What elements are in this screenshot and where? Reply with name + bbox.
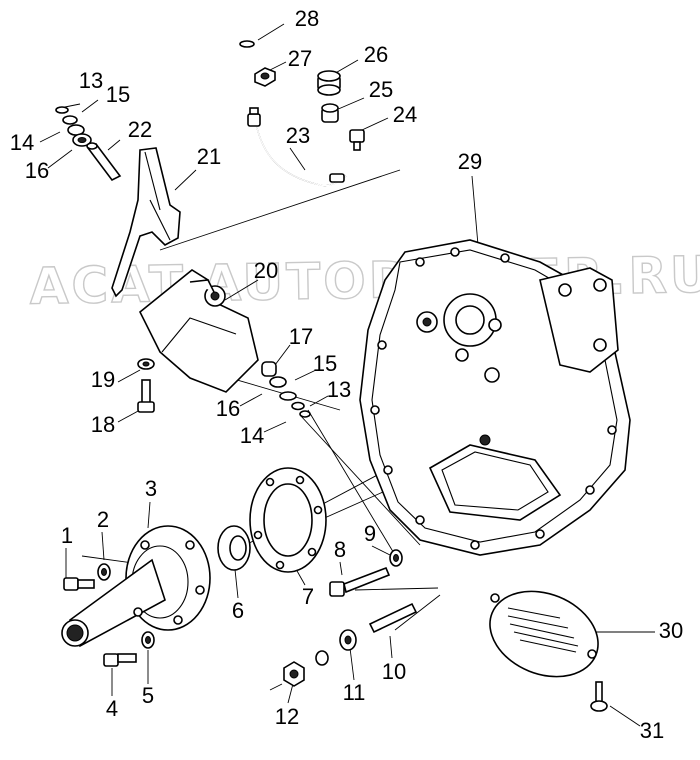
cover-slots	[507, 607, 579, 653]
part-6-seal-ring	[217, 525, 251, 571]
part-27-nut	[254, 67, 276, 87]
part-22-pin	[86, 142, 122, 182]
callout-13: 13	[327, 377, 351, 402]
callout-20: 20	[254, 258, 278, 283]
callout-8: 8	[334, 537, 346, 562]
callout-5: 5	[142, 683, 154, 708]
callout-13: 13	[79, 68, 103, 93]
part-5-washer	[141, 631, 155, 649]
part-1-bolt	[63, 577, 95, 591]
callout-25: 25	[369, 77, 393, 102]
part-25-sleeve	[321, 103, 339, 123]
callout-16: 16	[25, 158, 49, 183]
callout-31: 31	[640, 718, 664, 743]
callout-12: 12	[275, 704, 299, 729]
part-26-bushing	[317, 70, 341, 96]
upper-washer-stack	[55, 106, 92, 147]
callout-26: 26	[364, 42, 388, 67]
part-19-washer	[137, 358, 155, 370]
callout-7: 7	[302, 584, 314, 609]
callout-18: 18	[91, 412, 115, 437]
part-12-nut	[283, 661, 305, 687]
part-21-release-fork	[111, 147, 181, 298]
part-2-washer	[97, 563, 111, 581]
callout-16: 16	[216, 396, 240, 421]
callout-14: 14	[240, 423, 264, 448]
middle-washer-stack	[261, 361, 311, 418]
part-29-clutch-housing	[359, 239, 631, 556]
callout-1: 1	[61, 523, 73, 548]
part-10-stud	[368, 602, 418, 634]
part-18-bolt	[137, 379, 155, 413]
part-30-cover-plate	[489, 590, 599, 678]
callout-15: 15	[106, 82, 130, 107]
callout-24: 24	[393, 102, 417, 127]
part-24-bolt	[349, 129, 365, 151]
part-3-flange-shaft	[61, 525, 211, 648]
part-23-hose	[247, 107, 347, 187]
part-8-bolt	[329, 566, 391, 597]
part-7-gasket	[249, 467, 327, 573]
callout-28: 28	[295, 6, 319, 31]
callout-4: 4	[106, 696, 118, 721]
callout-29: 29	[458, 149, 482, 174]
callout-9: 9	[364, 521, 376, 546]
part-11-washer	[315, 629, 357, 666]
part-31-screw	[590, 681, 608, 712]
callout-2: 2	[97, 507, 109, 532]
callout-21: 21	[197, 144, 221, 169]
callout-14: 14	[10, 130, 34, 155]
callout-22: 22	[128, 117, 152, 142]
part-4-bolt	[103, 653, 137, 667]
part-20-bracket	[138, 269, 259, 393]
callout-19: 19	[91, 367, 115, 392]
callout-10: 10	[382, 659, 406, 684]
part-9-washer	[389, 549, 403, 567]
housing-bolt-holes	[370, 247, 617, 550]
callout-27: 27	[288, 46, 312, 71]
callout-6: 6	[232, 598, 244, 623]
callout-30: 30	[659, 618, 683, 643]
part-28-o-ring	[239, 40, 255, 48]
callout-23: 23	[286, 123, 310, 148]
callout-11: 11	[343, 680, 366, 705]
callout-15: 15	[313, 351, 337, 376]
callout-17: 17	[289, 324, 313, 349]
callout-3: 3	[145, 476, 157, 501]
